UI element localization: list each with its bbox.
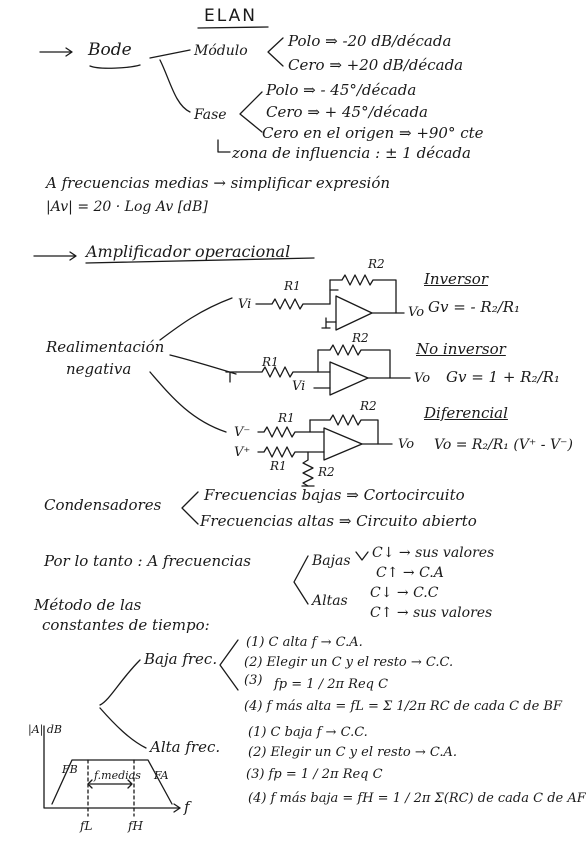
metodo-b3: fp = 1 / 2π Req C bbox=[274, 677, 389, 692]
fase-label: Fase bbox=[194, 107, 227, 123]
inv-formula: Gv = - R₂/R₁ bbox=[428, 298, 521, 316]
cero-origen: Cero en el origen ⇒ +90° cte bbox=[262, 124, 484, 142]
modulo-brace bbox=[267, 37, 284, 67]
amp-underline bbox=[85, 257, 315, 264]
metodo-a4: (4) f más baja = fH = 1 / 2π Σ(RC) de ca… bbox=[248, 791, 586, 806]
branch-noinversor bbox=[169, 354, 237, 375]
polo-fase: Polo ⇒ - 45°/década bbox=[266, 81, 417, 99]
gain-graph bbox=[43, 725, 181, 817]
noinv-formula: Gv = 1 + R₂/R₁ bbox=[446, 368, 560, 386]
polo-modulo: Polo ⇒ -20 dB/década bbox=[288, 32, 452, 50]
metodo-b2: (2) Elegir un C y el resto → C.C. bbox=[244, 655, 454, 670]
branch-inversor bbox=[159, 297, 233, 341]
gain-graph-axes bbox=[43, 725, 181, 809]
metodo-a3: (3) fp = 1 / 2π Req C bbox=[246, 767, 383, 782]
graph-fh: fH bbox=[128, 819, 143, 833]
zona-arrow-icon bbox=[217, 139, 231, 153]
title-underline bbox=[197, 26, 269, 29]
cero-modulo: Cero ⇒ +20 dB/década bbox=[288, 56, 464, 74]
inv-vo: Vo bbox=[408, 305, 425, 320]
bode-label: Bode bbox=[88, 40, 132, 60]
graph-fb: FB bbox=[62, 763, 78, 776]
tanto-intro: Por lo tanto : A frecuencias bbox=[44, 552, 251, 570]
graph-fa: FA bbox=[154, 769, 169, 782]
baja-brace bbox=[219, 639, 239, 691]
medias-line2: |Av| = 20 · Log Av [dB] bbox=[46, 199, 208, 215]
dif-title: Diferencial bbox=[424, 404, 508, 422]
dif-vminus: V⁻ bbox=[234, 425, 251, 440]
graph-medias: f.medias bbox=[94, 769, 141, 782]
graph-ylabel: |A| dB bbox=[28, 723, 62, 736]
bode-underline bbox=[89, 64, 141, 69]
graph-xlabel: f bbox=[184, 798, 190, 816]
branch-alta bbox=[99, 707, 147, 749]
noinv-vo: Vo bbox=[414, 371, 431, 386]
branch-diferencial bbox=[149, 371, 227, 433]
branch-baja bbox=[99, 659, 141, 706]
metodo-b1: (1) C alta f → C.A. bbox=[246, 635, 363, 650]
inv-title: Inversor bbox=[424, 270, 489, 288]
dif-vplus: V⁺ bbox=[234, 445, 251, 460]
tanto-bajas: Bajas bbox=[312, 553, 351, 569]
dif-vo: Vo bbox=[398, 437, 415, 452]
inverting-amp-circuit bbox=[255, 274, 405, 331]
tanto-brace bbox=[293, 555, 309, 605]
zona-influencia: zona de influencia : ± 1 década bbox=[232, 144, 471, 162]
metodo-title1: Método de las bbox=[34, 596, 142, 614]
cero-fase: Cero ⇒ + 45°/década bbox=[266, 103, 429, 121]
cond-altas: Frecuencias altas ⇒ Circuito abierto bbox=[200, 512, 477, 530]
dif-r2-top: R2 bbox=[360, 399, 377, 413]
dif-formula: Vo = R₂/R₁ (V⁺ - V⁻) bbox=[434, 437, 573, 453]
bode-branch-fase bbox=[159, 59, 191, 113]
metodo-b4: (4) f más alta = fL = Σ 1/2π RC de cada … bbox=[244, 699, 562, 714]
tanto-b2: C↑ → C.A bbox=[376, 565, 444, 581]
metodo-a2: (2) Elegir un C y el resto → C.A. bbox=[248, 745, 458, 760]
bode-arrow-icon bbox=[39, 47, 73, 57]
sketch-layer bbox=[33, 26, 411, 817]
dif-r2-bottom: R2 bbox=[318, 465, 335, 479]
gain-graph-curve bbox=[51, 759, 173, 805]
graph-fl: fL bbox=[80, 819, 93, 833]
medias-line1: A frecuencias medias → simplificar expre… bbox=[46, 174, 391, 192]
metodo-title2: constantes de tiempo: bbox=[42, 616, 210, 634]
page-title: ELAN bbox=[204, 6, 257, 26]
metodo-b3-num: (3) bbox=[244, 673, 263, 688]
realim-line1: Realimentación bbox=[46, 338, 165, 356]
inv-r2: R2 bbox=[368, 257, 385, 271]
modulo-label: Módulo bbox=[194, 43, 248, 59]
noinv-r1: R1 bbox=[262, 355, 279, 369]
tanto-a2: C↑ → sus valores bbox=[370, 605, 493, 621]
noinv-title: No inversor bbox=[416, 340, 506, 358]
differential-amp-circuit bbox=[257, 414, 393, 487]
tanto-altas: Altas bbox=[312, 593, 348, 609]
cond-brace bbox=[181, 491, 199, 525]
noinv-vi: Vi bbox=[292, 379, 306, 394]
tanto-a1: C↓ → C.C bbox=[370, 585, 439, 601]
metodo-a1: (1) C baja f → C.C. bbox=[248, 725, 368, 740]
amp-title: Amplificador operacional bbox=[86, 242, 291, 261]
inv-r1: R1 bbox=[284, 279, 301, 293]
cond-bajas: Frecuencias bajas ⇒ Cortocircuito bbox=[204, 486, 465, 504]
tanto-b1: C↓ → sus valores bbox=[372, 545, 495, 561]
baja-label: Baja frec. bbox=[144, 650, 218, 668]
inv-vi: Vi bbox=[238, 297, 252, 312]
amp-arrow-icon bbox=[33, 251, 77, 261]
bajas-brace bbox=[355, 551, 369, 561]
dif-r1-bottom: R1 bbox=[270, 459, 287, 473]
cond-label: Condensadores bbox=[44, 496, 162, 514]
fase-brace bbox=[239, 91, 263, 133]
realim-line2: negativa bbox=[66, 360, 132, 378]
noninverting-amp-circuit bbox=[225, 344, 411, 396]
dif-r1-top: R1 bbox=[278, 411, 295, 425]
bode-branch-modulo bbox=[149, 49, 191, 59]
alta-label: Alta frec. bbox=[150, 738, 221, 756]
noinv-r2: R2 bbox=[352, 331, 369, 345]
